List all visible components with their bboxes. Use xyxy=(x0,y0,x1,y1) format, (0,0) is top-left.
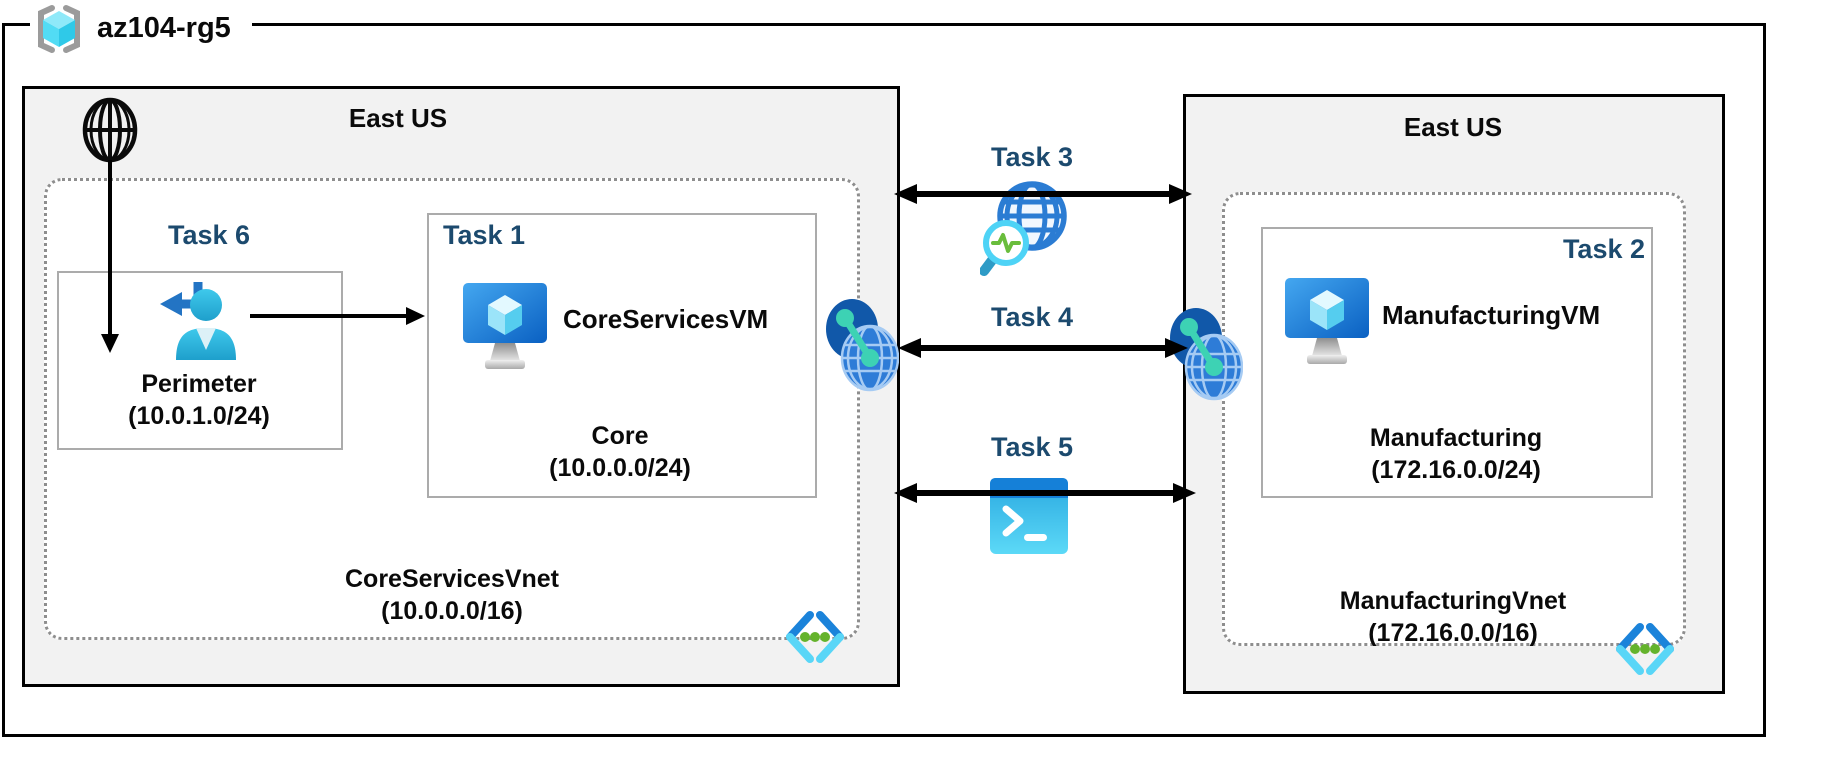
task1-label: Task 1 xyxy=(443,220,526,250)
core-services-vm-name: CoreServicesVM xyxy=(563,304,769,334)
task5-label: Task 5 xyxy=(990,432,1074,462)
perimeter-subnet-name: Perimeter xyxy=(141,370,257,398)
resource-group-border xyxy=(2,23,1766,737)
manufacturing-vm-icon xyxy=(1285,278,1369,364)
region-right-title: East US xyxy=(1403,112,1503,142)
internet-icon xyxy=(82,97,138,163)
core-subnet-cidr: (10.0.0.0/24) xyxy=(549,454,691,482)
task2-label: Task 2 xyxy=(1562,234,1645,264)
perimeter-subnet-cidr: (10.0.1.0/24) xyxy=(128,402,270,430)
core-vnet-name: CoreServicesVnet xyxy=(344,565,560,593)
manufacturing-vm-name: ManufacturingVM xyxy=(1382,300,1601,330)
resource-group-label: az104-rg5 xyxy=(97,12,231,44)
task3-label: Task 3 xyxy=(990,142,1074,172)
user-return-icon xyxy=(160,282,236,360)
core-vnet-cidr: (10.0.0.0/16) xyxy=(381,597,523,625)
task4-label: Task 4 xyxy=(990,302,1074,332)
manufacturing-subnet-name: Manufacturing xyxy=(1369,424,1543,452)
manufacturing-vnet-name: ManufacturingVnet xyxy=(1339,587,1567,615)
resource-group-icon xyxy=(38,5,80,53)
powershell-icon xyxy=(990,478,1068,554)
core-services-vm-icon xyxy=(463,283,547,369)
vnet-peering-icon-right xyxy=(1170,308,1243,401)
region-left-title: East US xyxy=(348,103,448,133)
manufacturing-subnet-cidr: (172.16.0.0/24) xyxy=(1371,456,1541,484)
core-subnet-name: Core xyxy=(591,422,649,450)
network-watcher-icon xyxy=(980,181,1067,276)
code-brackets-icon xyxy=(1616,623,1674,675)
manufacturing-vnet-cidr: (172.16.0.0/16) xyxy=(1368,619,1538,647)
vnet-peering-icon-left xyxy=(826,299,899,392)
code-brackets-icon xyxy=(786,611,844,663)
resource-group-header-mask xyxy=(30,13,252,35)
task6-label: Task 6 xyxy=(168,220,251,250)
